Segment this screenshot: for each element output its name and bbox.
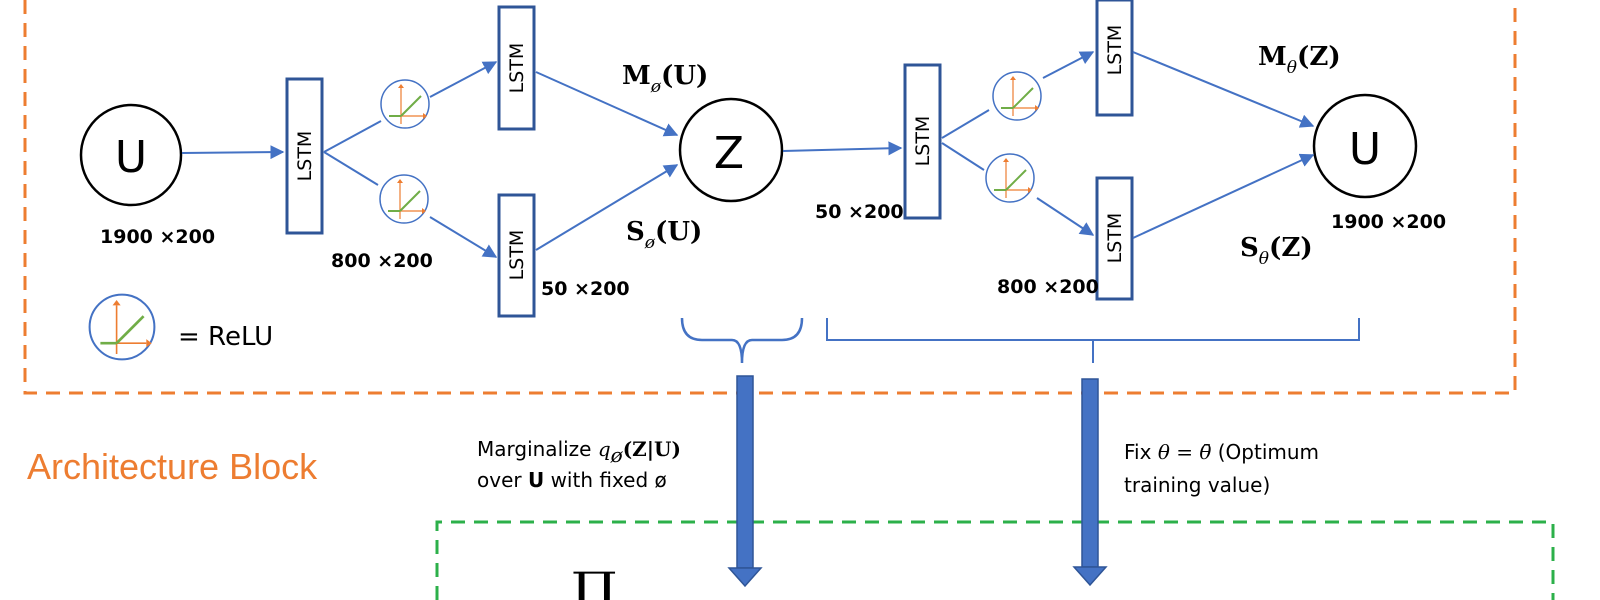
lower-block xyxy=(435,520,1555,600)
architecture-block xyxy=(23,0,1517,395)
connections xyxy=(181,51,1315,258)
svg-text:Mø(U): Mø(U) xyxy=(622,61,708,97)
lstm-box-enc-mean: LSTM xyxy=(497,5,536,131)
latent-z-node: Z xyxy=(678,97,784,203)
std-decoder-label: Sθ(Z) xyxy=(1240,233,1313,269)
latent-z-label: Z xyxy=(714,128,744,179)
lstm-label: LSTM xyxy=(294,131,316,182)
svg-text:Mθ(Z): Mθ(Z) xyxy=(1258,42,1341,78)
dim-enc-hidden: 800 ×200 xyxy=(331,250,433,272)
svg-text:over U with fixed ø: over U with fixed ø xyxy=(477,468,667,492)
input-u-node: U xyxy=(79,103,183,207)
dim-dec-in: 50 ×200 xyxy=(815,201,904,223)
output-u-label: U xyxy=(1349,124,1381,175)
relu-icon xyxy=(88,293,156,361)
relu-icon xyxy=(992,71,1042,121)
dim-output: 1900 ×200 xyxy=(1331,211,1446,233)
fix-theta-note: Fix θ = θ̄ (Optimum training value) xyxy=(1124,440,1319,497)
dim-dec-hidden: 800 ×200 xyxy=(997,276,1099,298)
fix-theta-note-line2: training value) xyxy=(1124,473,1270,497)
relu-icon xyxy=(985,153,1035,203)
lstm-box-enc-std: LSTM xyxy=(497,193,536,318)
fix-theta-down-arrow xyxy=(1072,378,1108,587)
relu-icon xyxy=(379,174,429,224)
relu-icon xyxy=(380,79,430,129)
lstm-label: LSTM xyxy=(506,43,528,94)
lstm-label: LSTM xyxy=(1104,25,1126,76)
architecture-block-title: Architecture Block xyxy=(27,446,318,487)
lstm-box-dec-1: LSTM xyxy=(903,63,942,220)
relu-legend-text: = ReLU xyxy=(178,322,273,352)
encoder-bracket xyxy=(680,317,804,364)
dim-enc-out: 50 ×200 xyxy=(541,278,630,300)
lstm-box-enc-1: LSTM xyxy=(285,77,324,235)
input-u-label: U xyxy=(115,132,147,183)
dim-input: 1900 ×200 xyxy=(100,226,215,248)
mean-decoder-label: Mθ(Z) xyxy=(1258,42,1341,78)
lstm-box-dec-std: LSTM xyxy=(1095,176,1134,301)
decoder-bracket xyxy=(826,318,1360,363)
product-symbol: ∏ xyxy=(572,561,617,600)
marginalize-note: Marginalize qø(Z|U) over U with fixed ø xyxy=(477,437,681,492)
svg-text:Marginalize qø(Z|U): Marginalize qø(Z|U) xyxy=(477,437,681,467)
lstm-label: LSTM xyxy=(1104,213,1126,264)
lstm-label: LSTM xyxy=(506,230,528,281)
svg-text:Sø(U): Sø(U) xyxy=(626,217,702,253)
marginalize-down-arrow xyxy=(727,375,763,588)
svg-text:Sθ(Z): Sθ(Z) xyxy=(1240,233,1313,269)
svg-text:Fix θ = θ̄ (Optimum: Fix θ = θ̄ (Optimum xyxy=(1124,440,1319,464)
lstm-box-dec-mean: LSTM xyxy=(1095,0,1134,117)
output-u-node: U xyxy=(1312,93,1418,199)
mean-encoder-label: Mø(U) xyxy=(622,61,708,97)
relu-legend: = ReLU xyxy=(88,293,273,361)
std-encoder-label: Sø(U) xyxy=(626,217,702,253)
lstm-label: LSTM xyxy=(912,116,934,167)
